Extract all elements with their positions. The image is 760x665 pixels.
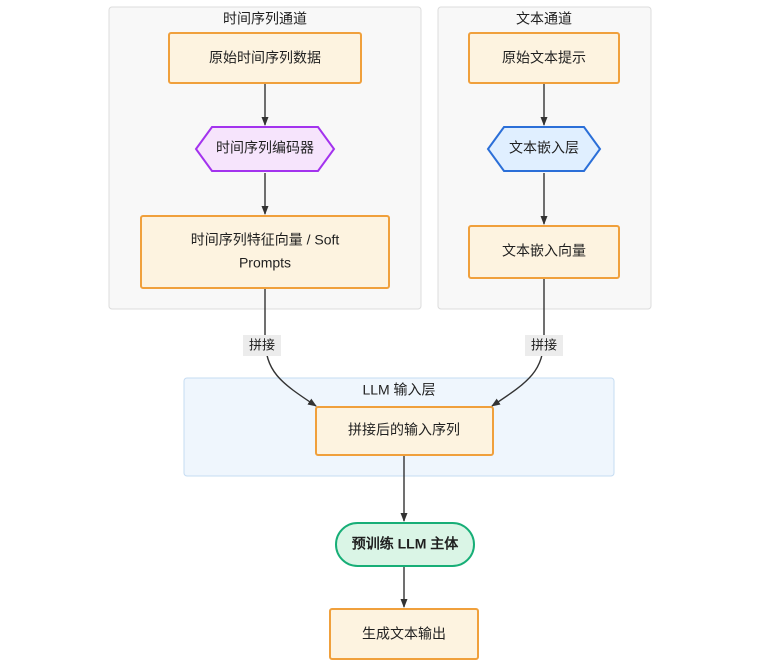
node-concat-input-sequence-shape[interactable] bbox=[315, 406, 494, 456]
cluster-text-title: 文本通道 bbox=[516, 11, 572, 27]
node-text-embedding-vector[interactable]: 文本嵌入向量 bbox=[468, 225, 620, 279]
node-text-embedding-layer[interactable]: 文本嵌入层 bbox=[486, 126, 602, 172]
node-text-embedding-vector-shape[interactable] bbox=[468, 225, 620, 279]
node-raw-timeseries-shape[interactable] bbox=[168, 32, 362, 84]
node-text-embedding-vector-label: 文本嵌入向量 bbox=[502, 243, 586, 259]
cluster-timeseries-title: 时间序列通道 bbox=[223, 11, 307, 27]
edge-label-concat-left: 拼接 bbox=[243, 335, 281, 356]
node-pretrained-llm-label: 预训练 LLM 主体 bbox=[352, 536, 460, 552]
node-text-embedding-layer-label: 文本嵌入层 bbox=[509, 140, 579, 156]
node-timeseries-features-label-line2: Prompts bbox=[239, 255, 291, 271]
node-pretrained-llm-shape[interactable] bbox=[335, 522, 475, 567]
node-concat-input-sequence-label: 拼接后的输入序列 bbox=[348, 422, 460, 438]
node-raw-timeseries[interactable]: 原始时间序列数据 bbox=[168, 32, 362, 84]
edge-label-concat-right-text: 拼接 bbox=[531, 337, 557, 352]
node-timeseries-encoder-shape[interactable] bbox=[194, 126, 336, 172]
node-raw-text-prompt-shape[interactable] bbox=[468, 32, 620, 84]
node-raw-timeseries-label: 原始时间序列数据 bbox=[209, 50, 321, 66]
node-timeseries-features[interactable]: 时间序列特征向量 / Soft Prompts bbox=[140, 215, 390, 289]
node-concat-input-sequence[interactable]: 拼接后的输入序列 bbox=[315, 406, 494, 456]
node-generated-text-output-label: 生成文本输出 bbox=[362, 626, 446, 642]
node-timeseries-encoder-label: 时间序列编码器 bbox=[216, 140, 314, 156]
edge-label-concat-left-text: 拼接 bbox=[249, 337, 275, 352]
edge-label-concat-right: 拼接 bbox=[525, 335, 563, 356]
edge-label-concat-right-bg bbox=[525, 335, 563, 356]
node-timeseries-features-label-line1: 时间序列特征向量 / Soft bbox=[191, 232, 340, 248]
node-pretrained-llm[interactable]: 预训练 LLM 主体 bbox=[335, 522, 475, 567]
edge-label-concat-left-bg bbox=[243, 335, 281, 356]
node-timeseries-features-shape[interactable] bbox=[140, 215, 390, 289]
node-raw-text-prompt-label: 原始文本提示 bbox=[502, 50, 586, 66]
node-raw-text-prompt[interactable]: 原始文本提示 bbox=[468, 32, 620, 84]
node-generated-text-output-shape[interactable] bbox=[329, 608, 479, 660]
node-timeseries-encoder[interactable]: 时间序列编码器 bbox=[194, 126, 336, 172]
node-text-embedding-layer-shape[interactable] bbox=[486, 126, 602, 172]
node-generated-text-output[interactable]: 生成文本输出 bbox=[329, 608, 479, 660]
cluster-llm-input-title: LLM 输入层 bbox=[362, 382, 435, 398]
